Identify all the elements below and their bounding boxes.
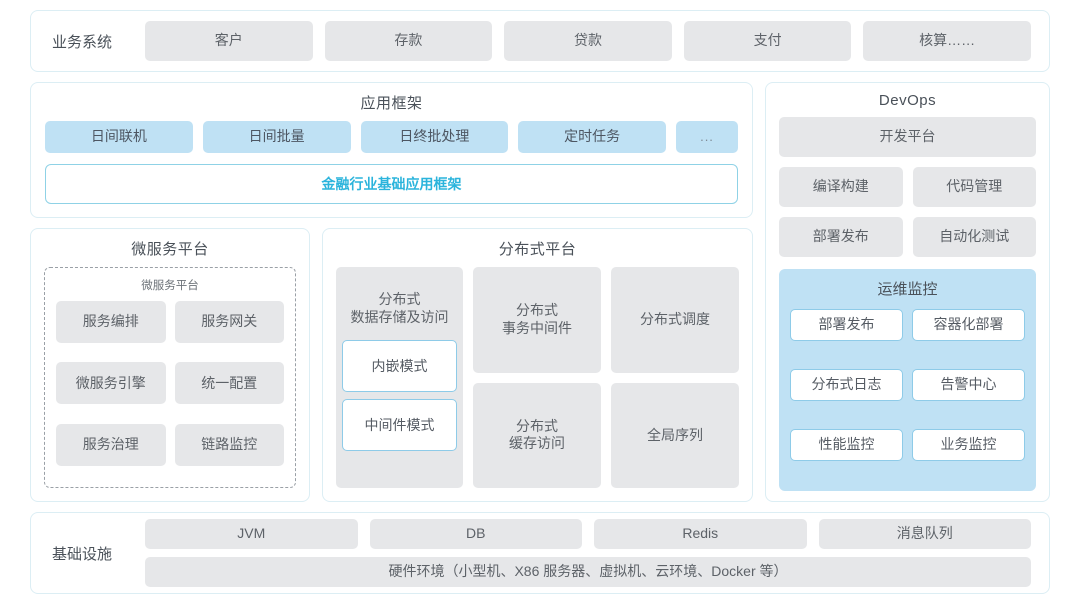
microservice-item-trace-monitor[interactable]: 链路监控 <box>174 423 284 466</box>
microservice-item-governance[interactable]: 服务治理 <box>56 423 166 466</box>
distributed-item-global-sequence[interactable]: 全局序列 <box>611 382 739 488</box>
distributed-item-scheduling[interactable]: 分布式调度 <box>611 267 739 373</box>
app-framework-title: 应用框架 <box>360 95 423 112</box>
distributed-item-transaction-middleware[interactable]: 分布式 事务中间件 <box>473 267 601 373</box>
microservice-platform-title: 微服务平台 <box>131 241 209 258</box>
business-item-accounting[interactable]: 核算…… <box>863 21 1031 61</box>
business-item-deposit[interactable]: 存款 <box>324 21 493 61</box>
devops-item-dev-platform[interactable]: 开发平台 <box>779 117 1036 157</box>
app-framework-chips: 日间联机 日间批量 日终批处理 定时任务 ... <box>45 121 738 153</box>
infrastructure-hardware-bar[interactable]: 硬件环境（小型机、X86 服务器、虚拟机、云环境、Docker 等） <box>145 557 1031 587</box>
microservice-inner-box: 微服务平台 服务编排 服务网关 微服务引擎 统一配置 服务治理 链路监控 <box>44 267 296 488</box>
devops-item-code-management[interactable]: 代码管理 <box>912 167 1036 207</box>
ops-item-distributed-log[interactable]: 分布式日志 <box>790 369 903 401</box>
devops-grid: 编译构建 代码管理 部署发布 自动化测试 <box>779 167 1036 257</box>
ops-item-performance-monitor[interactable]: 性能监控 <box>790 429 903 461</box>
devops-item-compile-build[interactable]: 编译构建 <box>779 167 903 207</box>
infrastructure-item-db[interactable]: DB <box>369 519 582 549</box>
app-framework-body: 日间联机 日间批量 日终批处理 定时任务 ... 金融行业基础应用框架 <box>31 121 752 217</box>
platform-row: 微服务平台 微服务平台 服务编排 服务网关 微服务引擎 统一配置 服务治理 链路… <box>30 228 753 502</box>
storage-mode-middleware[interactable]: 中间件模式 <box>342 399 457 452</box>
infrastructure-item-jvm[interactable]: JVM <box>145 519 358 549</box>
microservice-item-unified-config[interactable]: 统一配置 <box>174 362 284 405</box>
business-item-payment[interactable]: 支付 <box>683 21 852 61</box>
infrastructure-item-message-queue[interactable]: 消息队列 <box>818 519 1031 549</box>
devops-item-automated-testing[interactable]: 自动化测试 <box>912 217 1036 257</box>
app-framework-panel: 应用框架 日间联机 日间批量 日终批处理 定时任务 ... 金融行业基础应用框架 <box>30 82 753 218</box>
infrastructure-panel: 基础设施 JVM DB Redis 消息队列 硬件环境（小型机、X86 服务器、… <box>30 512 1050 594</box>
distributed-item-cache-access[interactable]: 分布式 缓存访问 <box>473 382 601 488</box>
business-system-label: 业务系统 <box>51 33 112 51</box>
distributed-platform-title: 分布式平台 <box>498 241 577 258</box>
app-framework-banner: 金融行业基础应用框架 <box>45 164 738 204</box>
ops-monitor-title: 运维监控 <box>877 281 938 298</box>
ops-item-alert-center[interactable]: 告警中心 <box>912 369 1025 401</box>
business-item-customer[interactable]: 客户 <box>145 21 313 61</box>
microservice-item-gateway[interactable]: 服务网关 <box>174 301 284 343</box>
app-framework-item-daytime-batch[interactable]: 日间批量 <box>202 121 351 153</box>
devops-column: DevOps 开发平台 编译构建 代码管理 部署发布 自动化测试 运维监控 部署… <box>765 82 1050 502</box>
microservice-item-engine[interactable]: 微服务引擎 <box>56 362 166 405</box>
distributed-storage-title: 分布式 数据存储及访问 <box>350 291 449 326</box>
devops-title: DevOps <box>878 92 937 109</box>
distributed-platform-body: 分布式 数据存储及访问 内嵌模式 中间件模式 分布式 事务中间件 分布式调度 分… <box>323 267 752 501</box>
ops-monitor-box: 运维监控 部署发布 容器化部署 分布式日志 告警中心 性能监控 业务监控 <box>779 269 1036 491</box>
ops-monitor-grid: 部署发布 容器化部署 分布式日志 告警中心 性能监控 业务监控 <box>790 309 1025 480</box>
app-framework-item-daytime-online[interactable]: 日间联机 <box>45 121 193 153</box>
storage-mode-embedded[interactable]: 内嵌模式 <box>342 340 457 393</box>
app-framework-item-eod-batch[interactable]: 日终批处理 <box>360 121 509 153</box>
middle-area: 应用框架 日间联机 日间批量 日终批处理 定时任务 ... 金融行业基础应用框架 <box>30 82 1050 502</box>
devops-body: 开发平台 编译构建 代码管理 部署发布 自动化测试 运维监控 部署发布 容器化部… <box>766 117 1049 491</box>
devops-item-deploy-release[interactable]: 部署发布 <box>779 217 903 257</box>
infrastructure-stack: JVM DB Redis 消息队列 硬件环境（小型机、X86 服务器、虚拟机、云… <box>145 519 1035 587</box>
infrastructure-item-redis[interactable]: Redis <box>594 519 807 549</box>
microservice-grid: 服务编排 服务网关 微服务引擎 统一配置 服务治理 链路监控 <box>56 301 284 476</box>
distributed-grid: 分布式 事务中间件 分布式调度 分布式 缓存访问 全局序列 <box>473 267 739 488</box>
microservice-item-orchestration[interactable]: 服务编排 <box>56 301 166 343</box>
microservice-platform-panel: 微服务平台 微服务平台 服务编排 服务网关 微服务引擎 统一配置 服务治理 链路… <box>30 228 310 502</box>
microservice-inner-title: 微服务平台 <box>141 280 199 292</box>
distributed-storage-card[interactable]: 分布式 数据存储及访问 内嵌模式 中间件模式 <box>336 267 463 488</box>
business-system-panel: 业务系统 客户 存款 贷款 支付 核算…… <box>30 10 1050 72</box>
middle-left-column: 应用框架 日间联机 日间批量 日终批处理 定时任务 ... 金融行业基础应用框架 <box>30 82 753 502</box>
distributed-platform-panel: 分布式平台 分布式 数据存储及访问 内嵌模式 中间件模式 分布式 事务中间件 分… <box>322 228 753 502</box>
business-item-loan[interactable]: 贷款 <box>504 21 672 61</box>
ops-item-containerized-deploy[interactable]: 容器化部署 <box>912 309 1025 341</box>
business-system-chips: 客户 存款 贷款 支付 核算…… <box>145 21 1035 61</box>
app-framework-item-scheduled-task[interactable]: 定时任务 <box>518 121 666 153</box>
infrastructure-chips: JVM DB Redis 消息队列 <box>145 519 1031 549</box>
app-framework-item-more[interactable]: ... <box>676 121 738 153</box>
devops-panel: DevOps 开发平台 编译构建 代码管理 部署发布 自动化测试 运维监控 部署… <box>765 82 1050 502</box>
infrastructure-label: 基础设施 <box>51 545 112 563</box>
ops-item-business-monitor[interactable]: 业务监控 <box>912 429 1025 461</box>
ops-item-deploy-release[interactable]: 部署发布 <box>790 309 903 341</box>
